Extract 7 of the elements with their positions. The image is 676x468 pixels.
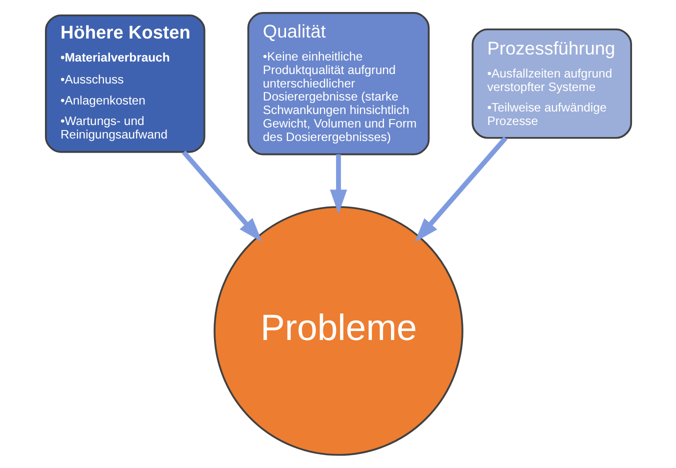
node-box: Prozessführung •Ausfallzeiten aufgrund verstopfter Systeme •Teilweise aufwändige Prozesse — [471, 28, 632, 139]
arrow — [329, 154, 347, 214]
node-box: Höhere Kosten •Materialverbrauch •Ausschuss •Anlagenkosten •Wartungs- und Reinigungsaufwand — [44, 14, 205, 153]
node-circle: Probleme — [213, 206, 463, 456]
arrow — [181, 150, 262, 242]
node-box: Qualität •Keine einheitliche Produktqualität aufgrund unterschiedlicher Dosierergebnisse (starke Schwankungen hinsichtlich Gewicht, Volumen und Form des Dosierergebnisses) — [246, 12, 430, 156]
arrow — [414, 136, 507, 242]
